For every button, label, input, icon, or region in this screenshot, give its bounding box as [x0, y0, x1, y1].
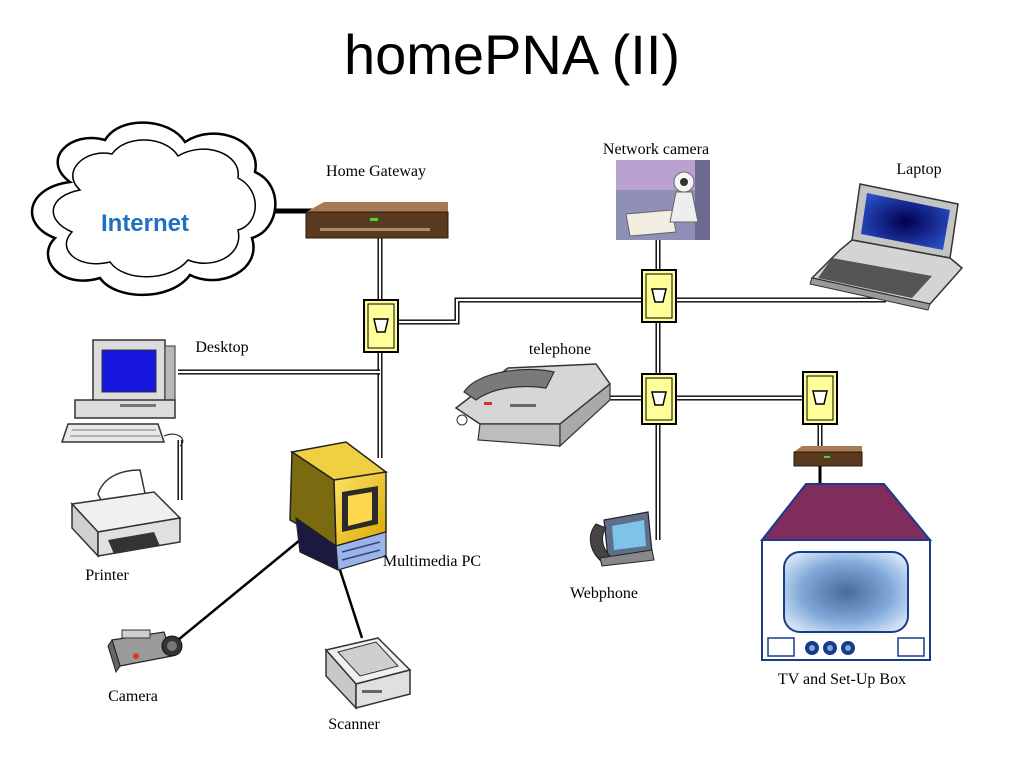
telephone-label: telephone: [529, 341, 591, 358]
internet-label: Internet: [101, 210, 189, 237]
telephone-device: [454, 363, 612, 448]
multimedia-pc-label: Multimedia PC: [383, 553, 481, 570]
camera-label: Camera: [108, 688, 158, 705]
tv-settop-label: TV and Set-Up Box: [778, 671, 906, 688]
phone-jack-2: [641, 269, 677, 323]
network-camera-label: Network camera: [603, 141, 709, 158]
home-gateway-label: Home Gateway: [326, 163, 426, 180]
scanner-device: [324, 637, 412, 710]
network-camera-device: [616, 160, 710, 240]
webphone-label: Webphone: [570, 585, 638, 602]
laptop-label: Laptop: [896, 161, 941, 178]
home-gateway-device: [305, 202, 449, 239]
printer-device: [70, 469, 182, 558]
scanner-label: Scanner: [328, 716, 380, 733]
laptop-device: [809, 183, 964, 311]
printer-label: Printer: [85, 567, 129, 584]
slide-title: homePNA (II): [343, 23, 681, 86]
phone-jack-1: [363, 299, 399, 353]
set-top-box-device: [793, 446, 863, 467]
webphone-device: [589, 511, 655, 567]
internet-cloud: Internet: [30, 121, 277, 297]
desktop-device: [60, 339, 184, 447]
wiring: [177, 208, 886, 641]
tv-device: [759, 483, 933, 661]
phone-jack-3: [641, 373, 677, 425]
phone-jack-4: [802, 371, 838, 425]
camera-device: [107, 629, 183, 674]
desktop-label: Desktop: [195, 339, 248, 356]
multimedia-pc-device: [289, 441, 388, 571]
